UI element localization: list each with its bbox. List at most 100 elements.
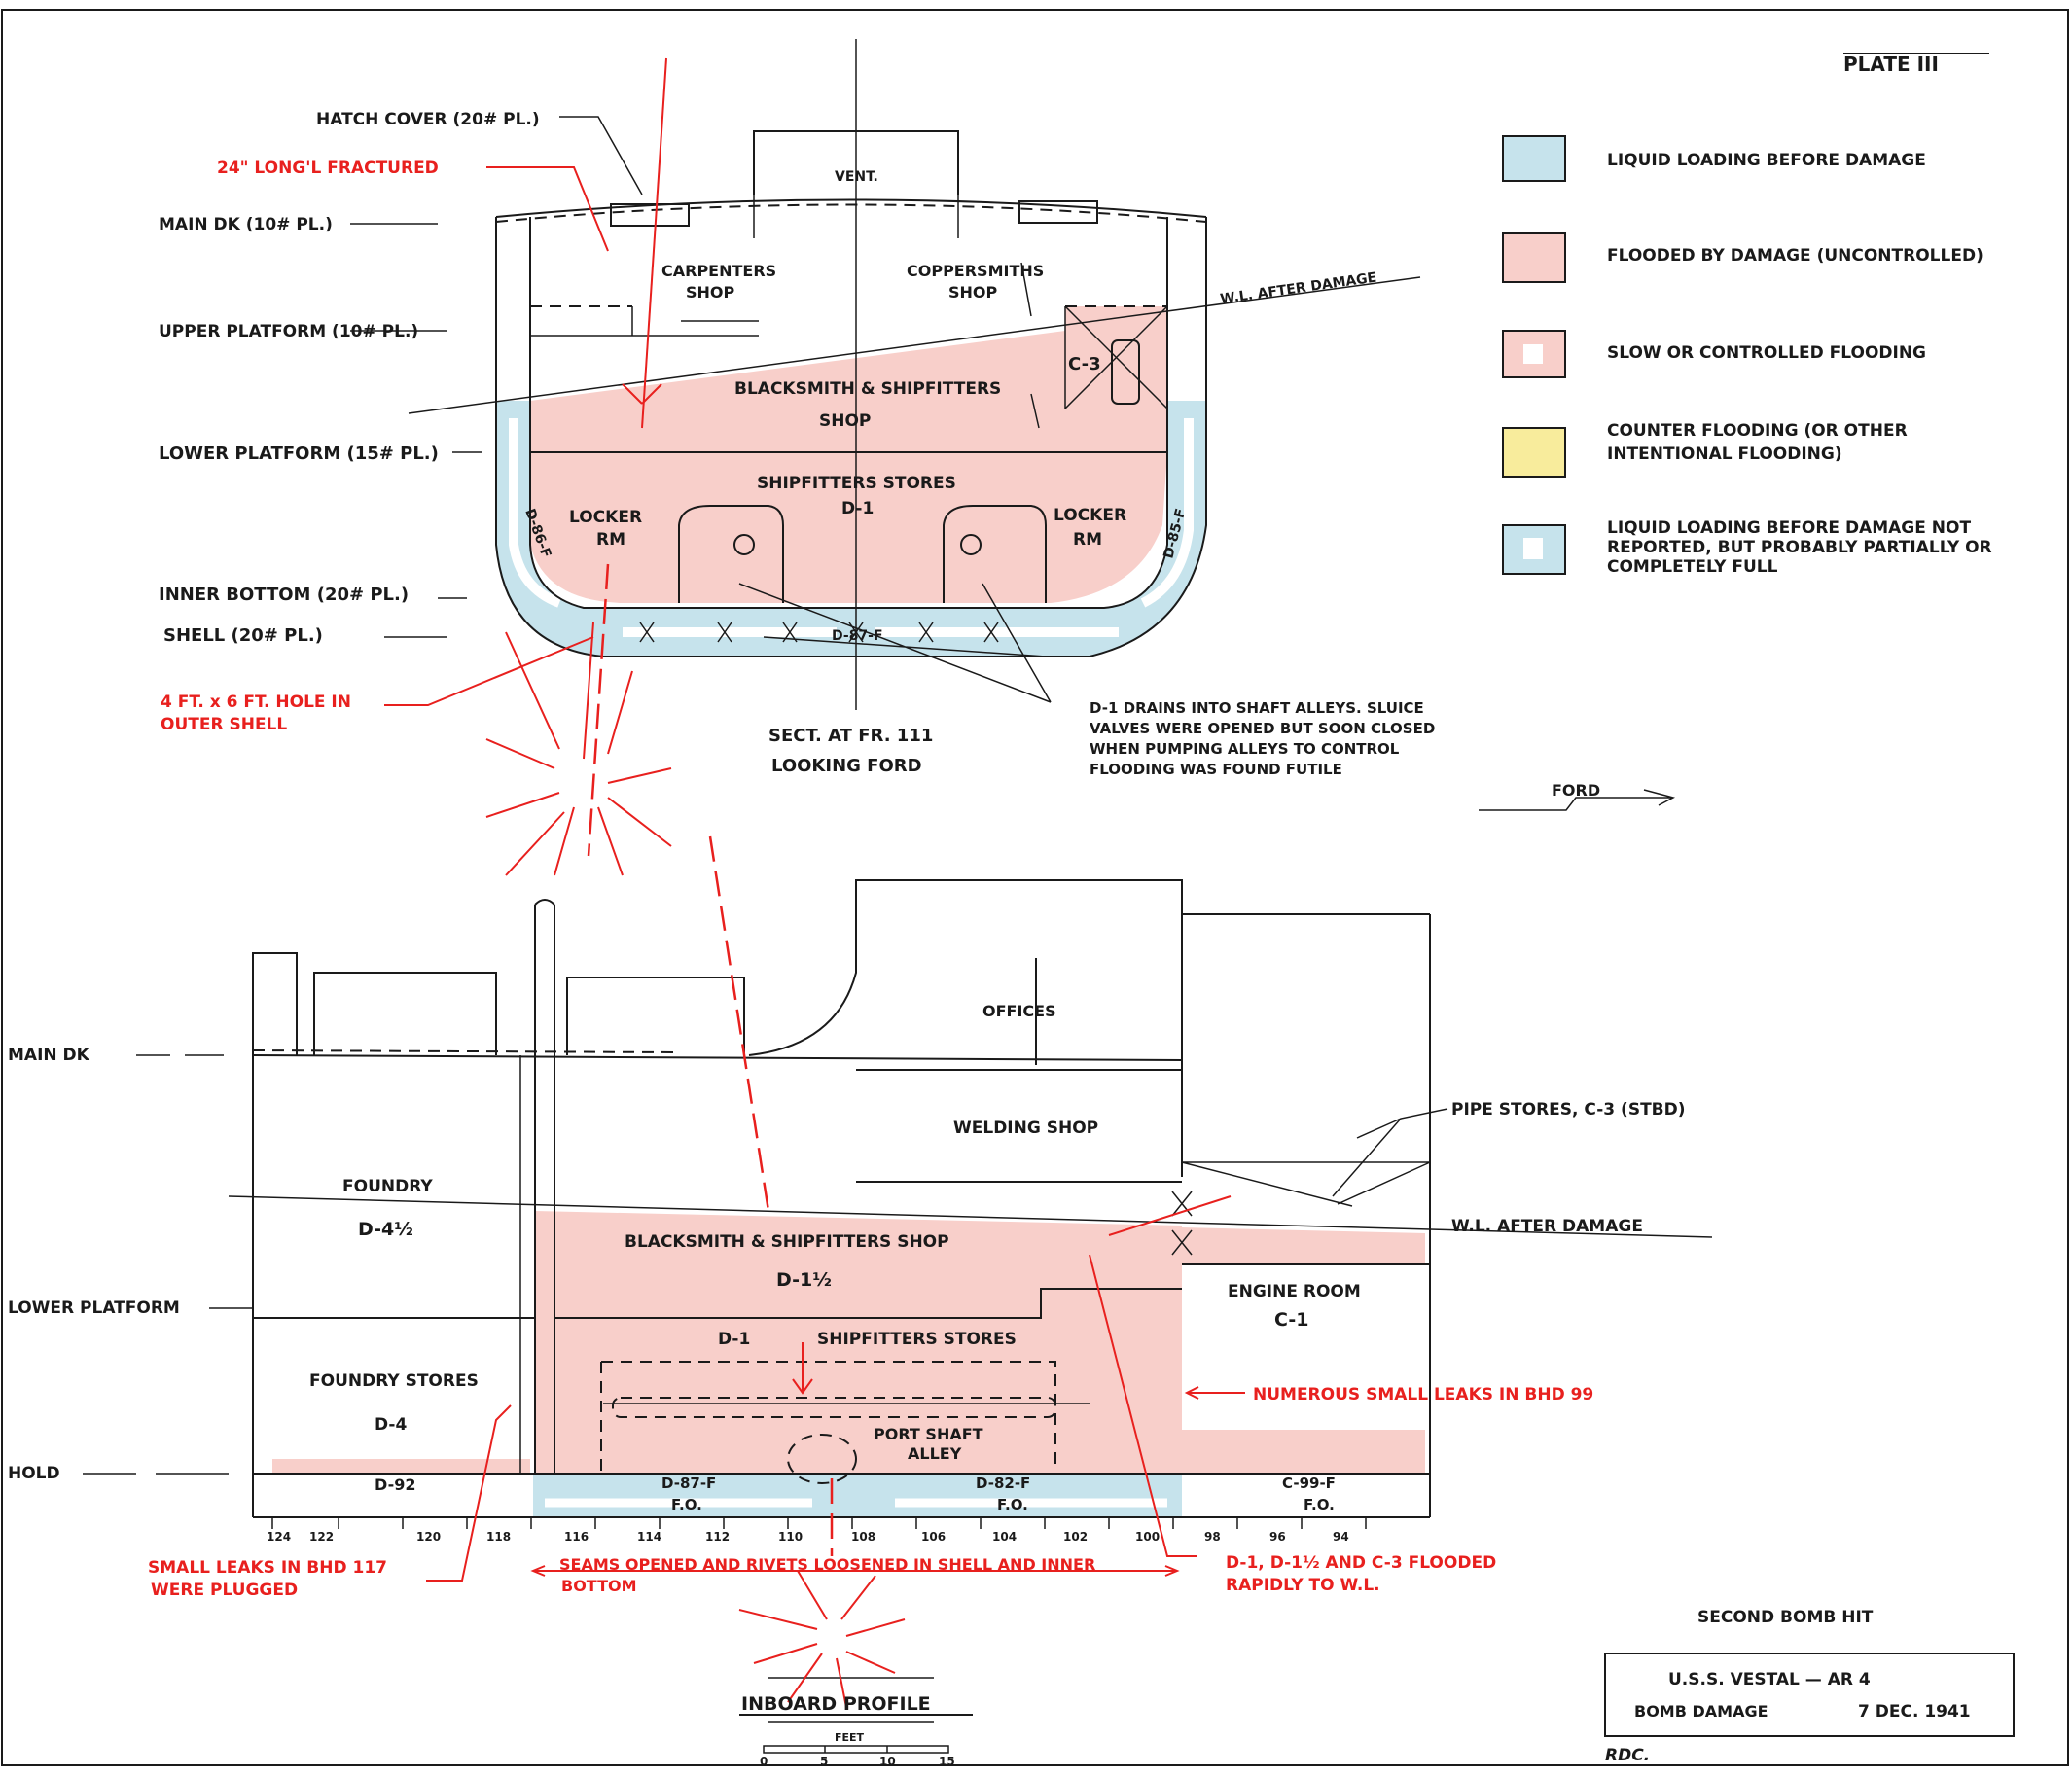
profile-damage-marks <box>426 835 1245 1708</box>
c3-profile-flooded <box>1182 1227 1425 1264</box>
d92-label: D-92 <box>375 1475 415 1494</box>
drains-note-3: WHEN PUMPING ALLEYS TO CONTROL <box>1090 740 1400 758</box>
d87-fo-label: F.O. <box>671 1496 702 1513</box>
stores-flooded-area <box>530 407 1167 603</box>
drawing-border <box>1 9 2069 1766</box>
locker-rm-left-2: RM <box>596 530 625 550</box>
section-damage-marks <box>384 57 672 876</box>
stores-profile-flooded <box>535 1318 1182 1474</box>
hole-label-1: 4 FT. x 6 FT. HOLE IN <box>161 693 351 712</box>
legend-liquid-label: LIQUID LOADING BEFORE DAMAGE <box>1607 151 1926 170</box>
frame-112: 112 <box>705 1530 730 1544</box>
profile-main-dk-label: MAIN DK <box>8 1046 90 1065</box>
legend-counter-label-1: COUNTER FLOODING (OR OTHER <box>1607 421 1908 441</box>
hatch-cover-label: HATCH COVER (20# PL.) <box>316 110 540 129</box>
drains-note-2: VALVES WERE OPENED BUT SOON CLOSED <box>1090 720 1435 737</box>
frame-102: 102 <box>1063 1530 1088 1544</box>
d1-label: D-1 <box>841 499 874 518</box>
frame-numbers: 124 122 120 118 116 114 112 110 108 106 … <box>267 1530 1349 1544</box>
upper-platform-label: UPPER PLATFORM (10# PL.) <box>159 322 418 341</box>
offices-label: OFFICES <box>982 1002 1056 1020</box>
scale-feet-label: FEET <box>835 1731 865 1744</box>
section-view <box>350 39 1676 811</box>
profile-d1-label: D-1 <box>718 1330 750 1349</box>
scale-0: 0 <box>760 1755 768 1768</box>
legend-swatch-liquid <box>1502 135 1566 182</box>
ford-label: FORD <box>1552 781 1600 800</box>
scale-10: 10 <box>879 1755 896 1768</box>
c99-fo-label: F.O. <box>1304 1496 1335 1513</box>
profile-hold-label: HOLD <box>8 1464 60 1483</box>
bomb-damage-label: BOMB DAMAGE <box>1634 1702 1768 1721</box>
frame-94: 94 <box>1333 1530 1349 1544</box>
blacksmith-shop-label: SHOP <box>819 411 871 431</box>
vent-label: VENT. <box>835 169 878 185</box>
c99-label: C-99-F <box>1282 1475 1336 1492</box>
engine-room-label: ENGINE ROOM <box>1228 1282 1361 1301</box>
explosion-bottom <box>738 1570 906 1708</box>
locker-rm-right: LOCKER <box>1054 506 1126 525</box>
inboard-profile-title: INBOARD PROFILE <box>741 1693 931 1715</box>
pipe-stores-label: PIPE STORES, C-3 (STBD) <box>1451 1100 1686 1120</box>
profile-shipfitters-stores-label: SHIPFITTERS STORES <box>817 1330 1017 1349</box>
seams-label-2: BOTTOM <box>561 1577 637 1595</box>
frame-100: 100 <box>1135 1530 1160 1544</box>
frame-110: 110 <box>778 1530 803 1544</box>
profile-view <box>83 53 2015 1754</box>
section-subtitle: LOOKING FORD <box>771 756 922 776</box>
frame-106: 106 <box>921 1530 946 1544</box>
blacksmith-flooded-area <box>530 331 1065 407</box>
wl-after-damage-label: W.L. AFTER DAMAGE <box>1219 270 1377 307</box>
scale-15: 15 <box>939 1755 955 1768</box>
legend-counter-label-2: INTENTIONAL FLOODING) <box>1607 444 1842 464</box>
d82-fo-label: F.O. <box>997 1496 1028 1513</box>
date-label: 7 DEC. 1941 <box>1858 1702 1971 1722</box>
seams-label-1: SEAMS OPENED AND RIVETS LOOSENED IN SHEL… <box>559 1555 1095 1574</box>
frame-108: 108 <box>851 1530 875 1544</box>
legend-swatch-flooded <box>1502 232 1566 283</box>
hole-label-2: OUTER SHELL <box>161 715 287 734</box>
shipfitters-stores-label: SHIPFITTERS STORES <box>757 474 956 493</box>
profile-blacksmith-label: BLACKSMITH & SHIPFITTERS SHOP <box>625 1232 949 1252</box>
profile-wl-label: W.L. AFTER DAMAGE <box>1451 1217 1643 1236</box>
frame-118: 118 <box>486 1530 511 1544</box>
coppersmiths-shop-label-2: SHOP <box>948 283 998 302</box>
fractured-label: 24" LONG'L FRACTURED <box>217 159 439 178</box>
foundry-label: FOUNDRY <box>342 1177 433 1196</box>
legend-swatch-counter <box>1502 427 1566 478</box>
port-shaft-label: PORT SHAFT <box>874 1425 983 1443</box>
title-block: SECOND BOMB HIT U.S.S. VESTAL — AR 4 BOM… <box>1605 1608 1971 1765</box>
section-title: SECT. AT FR. 111 <box>768 726 933 746</box>
second-bomb-hit-label: SECOND BOMB HIT <box>1697 1608 1874 1627</box>
drains-note-1: D-1 DRAINS INTO SHAFT ALLEYS. SLUICE <box>1090 699 1424 717</box>
c1-label: C-1 <box>1274 1309 1309 1331</box>
d87-profile-label: D-87-F <box>661 1475 716 1492</box>
welding-shop-label: WELDING SHOP <box>953 1119 1098 1138</box>
double-bottom-liquid <box>496 401 1206 657</box>
explosion-top <box>485 622 672 876</box>
main-dk-label: MAIN DK (10# PL.) <box>159 215 333 234</box>
alley-label: ALLEY <box>908 1444 962 1463</box>
carpenters-shop-label: CARPENTERS <box>661 262 776 280</box>
frame-114: 114 <box>637 1530 661 1544</box>
legend-unreported-label-3: COMPLETELY FULL <box>1607 557 1778 577</box>
initials-signature: RDC. <box>1605 1746 1650 1765</box>
blacksmith-profile-flooded <box>535 1211 1182 1318</box>
d1half-label: D-1½ <box>776 1269 832 1291</box>
leaks-bhd117-label-2: WERE PLUGGED <box>151 1581 298 1600</box>
leaks-bhd117-label-1: SMALL LEAKS IN BHD 117 <box>148 1558 387 1578</box>
fo-tanks-liquid <box>533 1474 1182 1517</box>
locker-rm-left: LOCKER <box>569 508 642 527</box>
frame-120: 120 <box>416 1530 441 1544</box>
inner-bottom-label: INNER BOTTOM (20# PL.) <box>159 585 409 605</box>
legend: PLATE III LIQUID LOADING BEFORE DAMAGE F… <box>1502 53 1992 577</box>
blacksmith-label: BLACKSMITH & SHIPFITTERS <box>734 379 1001 399</box>
frame-104: 104 <box>992 1530 1017 1544</box>
frame-96: 96 <box>1269 1530 1286 1544</box>
foundry-d4half-label: D-4½ <box>358 1219 413 1240</box>
frame-124: 124 <box>267 1530 291 1544</box>
legend-unreported-label-2: REPORTED, BUT PROBABLY PARTIALLY OR <box>1607 538 1992 557</box>
ship-name-label: U.S.S. VESTAL — AR 4 <box>1668 1670 1871 1689</box>
d4-label: D-4 <box>375 1415 407 1435</box>
profile-labels: MAIN DK LOWER PLATFORM HOLD OFFICES WELD… <box>8 1002 1686 1768</box>
